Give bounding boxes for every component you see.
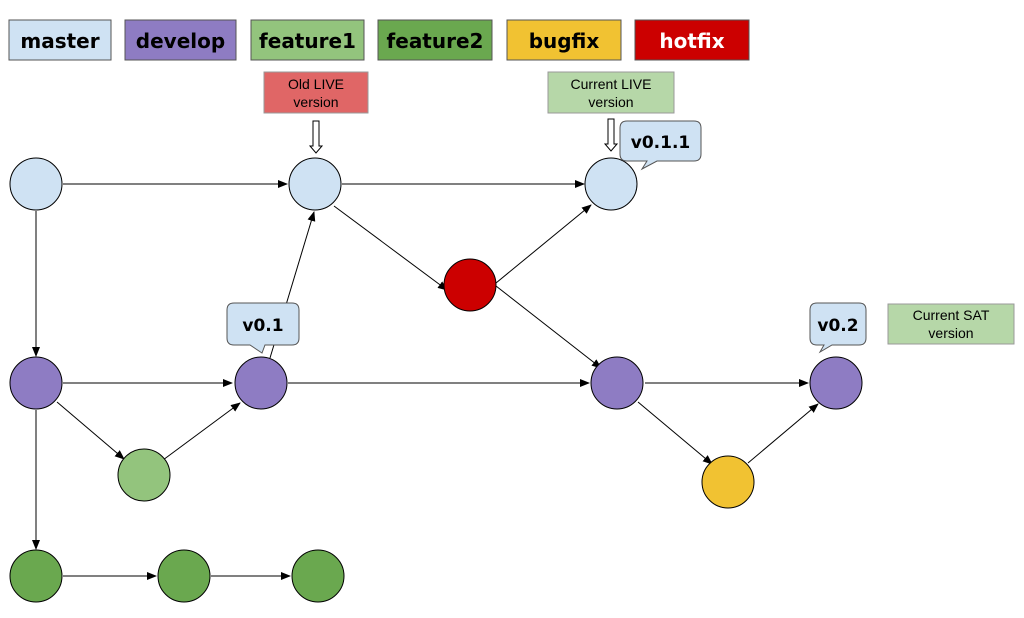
edge-feature1-develop2 bbox=[162, 402, 241, 461]
commit-node-bugfix bbox=[701, 455, 755, 509]
note-current-sat-line1: Current SAT bbox=[913, 307, 990, 323]
commit-node-develop-2 bbox=[234, 356, 288, 410]
commit-node-feature2-1 bbox=[9, 549, 63, 603]
current-live-pointer-arrow bbox=[603, 118, 619, 152]
legend-item-feature1: feature1 bbox=[250, 19, 365, 61]
legend-item-bugfix: bugfix bbox=[506, 19, 622, 61]
note-current-live-line1: Current LIVE bbox=[571, 76, 652, 92]
note-current-sat-line2: version bbox=[928, 325, 973, 341]
tag-v0-1-1-label: v0.1.1 bbox=[631, 133, 690, 153]
legend: master develop feature1 feature2 bugfix … bbox=[8, 19, 750, 61]
note-current-live-line2: version bbox=[588, 94, 633, 110]
edge-bugfix-develop4 bbox=[747, 403, 819, 464]
note-old-live-line2: version bbox=[293, 94, 338, 110]
note-old-live: Old LIVE version bbox=[263, 71, 369, 114]
commit-node-feature1 bbox=[117, 448, 171, 502]
commit-node-feature2-3 bbox=[291, 549, 345, 603]
legend-label-develop: develop bbox=[136, 29, 225, 53]
commit-node-master-2 bbox=[288, 157, 342, 211]
commit-node-hotfix bbox=[443, 258, 497, 312]
note-current-live: Current LIVE version bbox=[547, 71, 675, 114]
tag-v0-2-label: v0.2 bbox=[817, 316, 858, 336]
legend-label-master: master bbox=[20, 29, 99, 53]
edge-hotfix-develop3 bbox=[495, 285, 602, 369]
edge-hotfix-master3 bbox=[495, 204, 592, 284]
commit-node-develop-4 bbox=[809, 356, 863, 410]
commit-node-master-3 bbox=[584, 157, 638, 211]
legend-item-feature2: feature2 bbox=[377, 19, 493, 61]
commit-node-master-1 bbox=[9, 157, 63, 211]
note-current-sat: Current SAT version bbox=[887, 303, 1015, 345]
commit-node-feature2-2 bbox=[157, 549, 211, 603]
old-live-pointer-arrow bbox=[308, 120, 324, 154]
tag-v0-1-label: v0.1 bbox=[242, 316, 283, 336]
legend-item-hotfix: hotfix bbox=[634, 19, 750, 61]
tag-v0-1: v0.1 bbox=[226, 302, 300, 354]
edge-master2-hotfix bbox=[333, 205, 448, 291]
tag-v0-2: v0.2 bbox=[809, 302, 867, 354]
commit-node-develop-1 bbox=[9, 356, 63, 410]
note-old-live-line1: Old LIVE bbox=[288, 76, 344, 92]
nodes bbox=[9, 157, 863, 603]
commit-node-develop-3 bbox=[590, 356, 644, 410]
legend-item-master: master bbox=[8, 19, 112, 61]
edge-develop3-bugfix bbox=[637, 401, 713, 465]
tag-v0-1-1: v0.1.1 bbox=[619, 120, 702, 171]
legend-label-hotfix: hotfix bbox=[659, 29, 724, 53]
legend-item-develop: develop bbox=[124, 19, 237, 61]
edges bbox=[32, 180, 819, 580]
legend-label-feature1: feature1 bbox=[259, 29, 356, 53]
edge-develop1-feature1 bbox=[56, 401, 125, 460]
legend-label-feature2: feature2 bbox=[387, 29, 484, 53]
legend-label-bugfix: bugfix bbox=[529, 29, 600, 53]
